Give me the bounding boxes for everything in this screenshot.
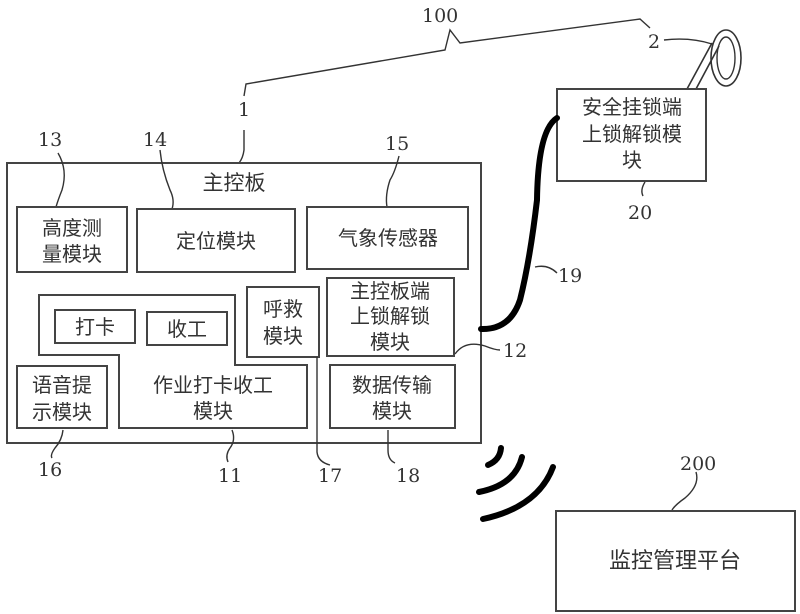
ref-2: 2	[648, 31, 660, 53]
ref-19: 19	[558, 265, 582, 287]
sos-module-line1: 呼救	[263, 297, 303, 321]
platform-label: 监控管理平台	[609, 549, 741, 574]
ref-16: 16	[38, 459, 62, 481]
wireless-signal-icon	[476, 445, 556, 522]
leader-13	[55, 152, 65, 208]
ref-17: 17	[318, 465, 342, 487]
sos-module	[246, 286, 320, 358]
leader-12	[454, 343, 501, 355]
lock-module-line2: 上锁解锁	[350, 304, 430, 328]
leader-20	[641, 181, 646, 197]
mainboard-lock-module	[326, 277, 455, 357]
ref-11: 11	[218, 465, 242, 487]
ref-200: 200	[680, 453, 716, 475]
padlock-ring-icon	[686, 29, 742, 90]
voice-module-line2: 示模块	[32, 400, 92, 424]
leader-19	[534, 265, 558, 274]
clock-in-label: 打卡	[75, 315, 115, 339]
leader-100	[243, 18, 651, 97]
positioning-module-label: 定位模块	[176, 229, 256, 253]
data-tx-line2: 模块	[372, 399, 412, 423]
voice-prompt-module	[16, 365, 108, 429]
leader-17	[316, 357, 331, 466]
ref-14: 14	[143, 129, 167, 151]
positioning-module	[136, 208, 296, 273]
ref-18: 18	[396, 465, 420, 487]
lock-module-line3: 模块	[370, 330, 410, 354]
padlock-module-line1: 安全挂锁端	[582, 95, 682, 119]
leader-14	[159, 149, 174, 210]
data-transmission-module	[329, 364, 456, 429]
monitoring-platform	[555, 510, 796, 612]
padlock-lock-module	[556, 88, 707, 182]
ref-15: 15	[385, 133, 409, 155]
leader-18	[387, 430, 396, 464]
main-board-title: 主控板	[203, 171, 266, 195]
checkin-module-line1: 作业打卡收工	[153, 373, 273, 397]
data-tx-line1: 数据传输	[352, 373, 432, 397]
clock-in-button[interactable]	[54, 309, 136, 344]
ref-12: 12	[503, 340, 527, 362]
leader-1	[238, 130, 245, 164]
leader-2	[663, 38, 713, 45]
weather-sensor-label: 气象传感器	[338, 226, 438, 250]
ref-20: 20	[628, 202, 652, 224]
leader-16	[50, 429, 64, 459]
clock-out-button[interactable]	[146, 311, 228, 346]
cable-19	[478, 115, 560, 333]
height-measure-module	[16, 206, 128, 273]
leader-15	[385, 155, 400, 208]
lock-module-line1: 主控板端	[350, 279, 430, 303]
leader-200	[671, 471, 698, 511]
height-module-line2: 量模块	[42, 242, 102, 266]
leader-11	[226, 429, 235, 463]
weather-sensor-module	[306, 206, 469, 270]
height-module-line1: 高度测	[42, 216, 102, 240]
clock-out-label: 收工	[167, 317, 207, 341]
ref-1: 1	[238, 99, 250, 121]
ref-100: 100	[422, 5, 458, 27]
ref-13: 13	[38, 129, 62, 151]
sos-module-line2: 模块	[263, 324, 303, 348]
padlock-module-line2: 上锁解锁模	[582, 122, 682, 146]
padlock-module-line3: 块	[622, 148, 642, 172]
voice-module-line1: 语音提	[32, 373, 92, 397]
checkin-module-line2: 模块	[193, 399, 233, 423]
